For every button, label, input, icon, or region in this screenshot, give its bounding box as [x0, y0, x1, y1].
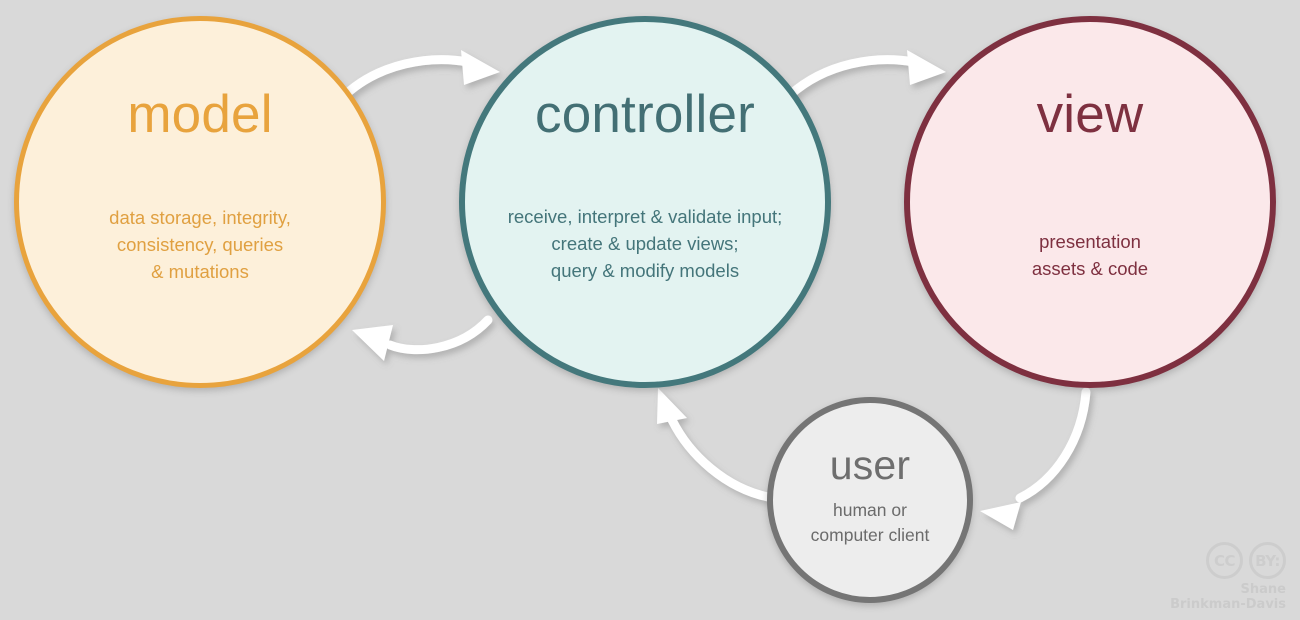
attribution-by-icon: BY:: [1249, 542, 1286, 579]
node-view-title: view: [1036, 85, 1144, 144]
node-controller[interactable]: controller receive, interpret & validate…: [459, 16, 831, 388]
arrow-model-to-controller: [340, 50, 500, 100]
node-view-description: presentation assets & code: [1031, 231, 1149, 279]
arrow-view-to-user: [980, 387, 1091, 530]
arrow-controller-to-view: [785, 50, 946, 100]
node-user[interactable]: user human or computer client: [767, 397, 973, 603]
license-watermark: CC BY: Shane Brinkman-Davis: [1170, 542, 1286, 612]
node-model-description: data storage, integrity, consistency, qu…: [109, 207, 291, 282]
arrow-user-to-controller: [657, 388, 773, 502]
node-view[interactable]: view presentation assets & code: [904, 16, 1276, 388]
license-author: Shane Brinkman-Davis: [1170, 582, 1286, 612]
node-controller-description: receive, interpret & validate input; cre…: [507, 206, 783, 281]
node-model[interactable]: model data storage, integrity, consisten…: [14, 16, 386, 388]
node-user-title: user: [829, 442, 911, 488]
creative-commons-icon: CC: [1206, 542, 1243, 579]
node-controller-title: controller: [535, 85, 755, 144]
license-badges: CC BY:: [1206, 542, 1286, 579]
node-model-title: model: [127, 85, 273, 144]
arrow-controller-to-model: [352, 315, 493, 361]
node-user-description: human or computer client: [810, 500, 930, 545]
